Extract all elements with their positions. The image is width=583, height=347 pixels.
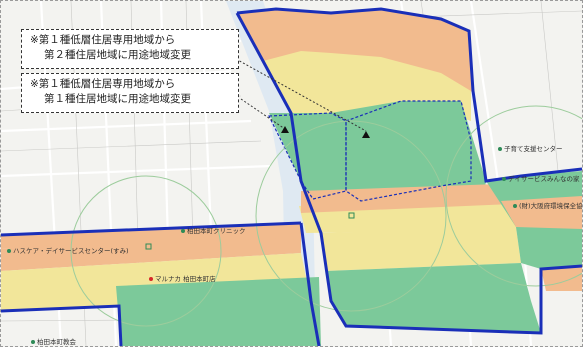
boundary-west-river xyxy=(299,222,321,346)
callout-line: ※第１種低層住居専用地域から xyxy=(30,34,176,46)
poi-dot-icon xyxy=(498,147,502,151)
poi-dot-icon xyxy=(181,229,185,233)
leader-line-2 xyxy=(240,98,286,130)
west-green-zone xyxy=(116,277,321,346)
square-marker-icon xyxy=(348,212,355,219)
poi-dot-icon xyxy=(7,249,11,253)
callout-second-residential: ※第１種低層住居専用地域から 第２種住居地域に用途地域変更 xyxy=(21,29,239,69)
poi-dot-icon xyxy=(502,177,506,181)
square-marker-icon xyxy=(145,243,152,250)
callout-line: 第１種住居地域に用途地域変更 xyxy=(44,93,191,105)
poi-label[interactable]: デイサービスみんなの家 xyxy=(502,173,580,183)
callout-first-residential: ※第１種低層住居専用地域から 第１種住居地域に用途地域変更 xyxy=(21,73,239,113)
poi-dot-icon xyxy=(149,277,153,281)
poi-label[interactable]: (財)大阪府環境保全協会 xyxy=(513,200,583,210)
poi-label[interactable]: 柏田本町教会 xyxy=(31,336,76,346)
boundary-east-south xyxy=(235,12,582,335)
poi-label[interactable]: 柏田本町クリニック xyxy=(181,225,246,235)
poi-text: (財)大阪府環境保全協会 xyxy=(519,202,583,210)
boundary-west-south xyxy=(1,304,123,346)
changed-area-second-residential xyxy=(268,112,347,200)
east-yellow-zone-south xyxy=(321,227,521,271)
triangle-marker-icon xyxy=(362,131,370,138)
poi-dot-icon xyxy=(31,340,35,344)
poi-label[interactable]: マルナカ 柏田本町店 xyxy=(149,273,216,283)
poi-dot-icon xyxy=(513,204,517,208)
triangle-marker-icon xyxy=(281,126,289,133)
poi-text: 子育て支援センター xyxy=(504,145,563,153)
west-orange-strip xyxy=(1,223,301,249)
poi-text: ハスケア・デイサービスセンター(すみ) xyxy=(13,247,129,255)
poi-text: 柏田本町クリニック xyxy=(187,227,246,235)
east-green-zone-north xyxy=(269,101,486,213)
poi-label[interactable]: 子育て支援センター xyxy=(498,143,563,153)
service-radius-circles xyxy=(70,105,582,327)
poi-label[interactable]: ハスケア・デイサービスセンター(すみ) xyxy=(7,245,129,255)
leader-line-1 xyxy=(235,58,367,132)
west-orange-band xyxy=(1,233,301,271)
callout-line: 第２種住居地域に用途地域変更 xyxy=(44,49,191,61)
callout-line: ※第１種低層住居専用地域から xyxy=(30,78,176,90)
poi-text: 柏田本町教会 xyxy=(37,338,76,346)
poi-text: デイサービスみんなの家 xyxy=(508,175,580,183)
poi-text: マルナカ 柏田本町店 xyxy=(155,275,216,283)
boundary-west-north xyxy=(1,221,302,237)
east-orange-strip xyxy=(501,196,582,229)
east-green-zone-south xyxy=(326,263,541,333)
